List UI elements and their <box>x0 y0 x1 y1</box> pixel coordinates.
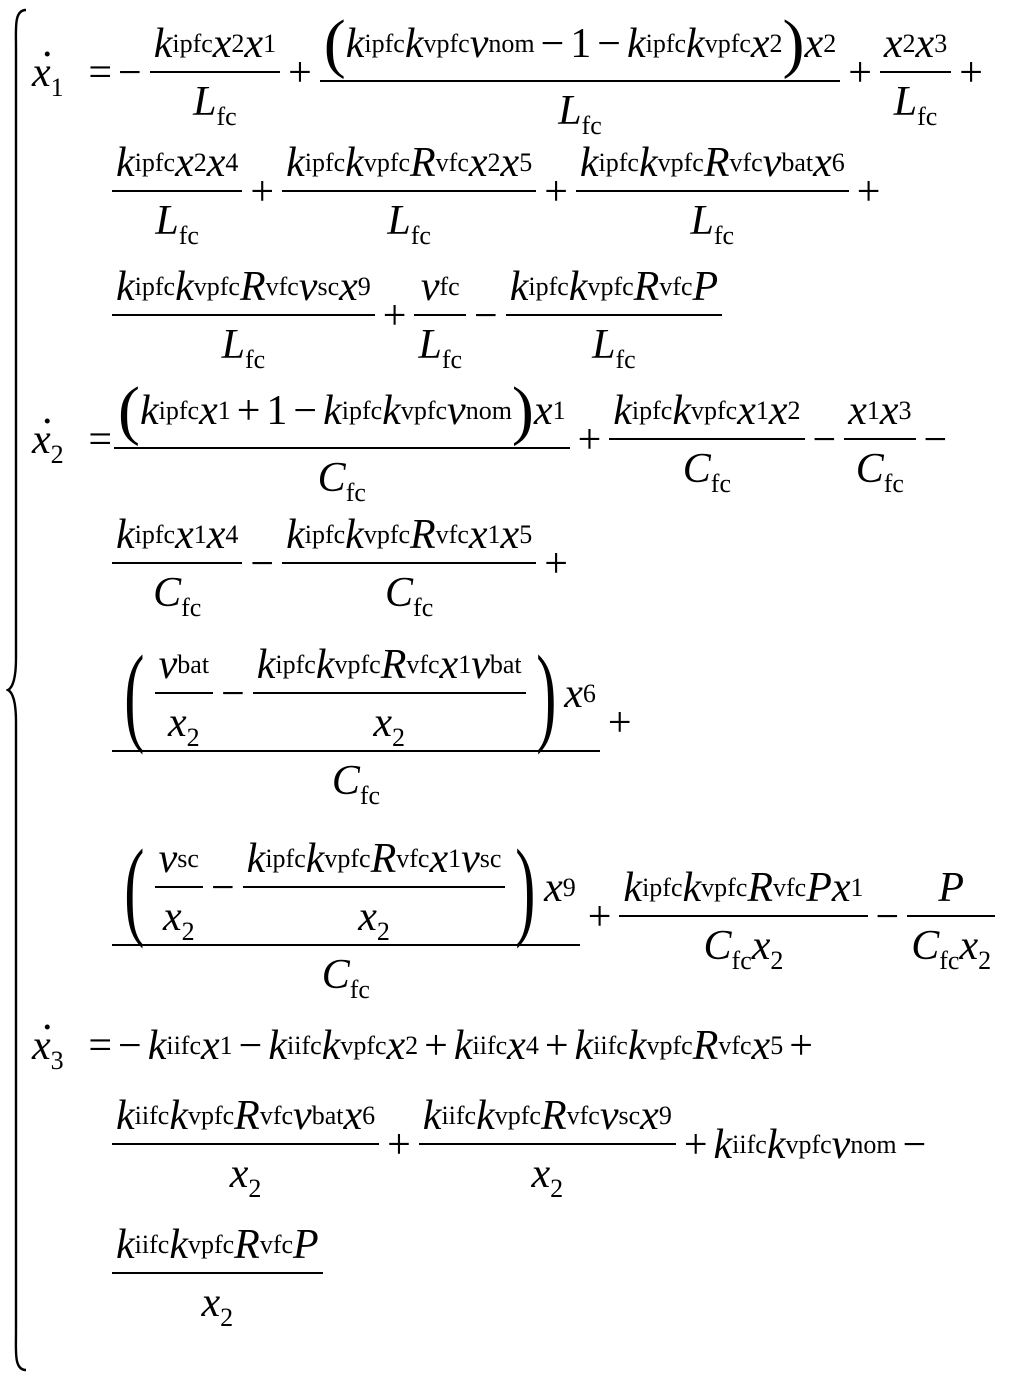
fraction: P Cfcx2 <box>907 867 996 974</box>
lhs-x2dot: x2= <box>32 389 112 468</box>
lhs-x1dot: x1= <box>32 22 112 101</box>
left-brace-icon <box>6 8 27 1372</box>
lhs-x3dot: x3= <box>32 995 112 1074</box>
